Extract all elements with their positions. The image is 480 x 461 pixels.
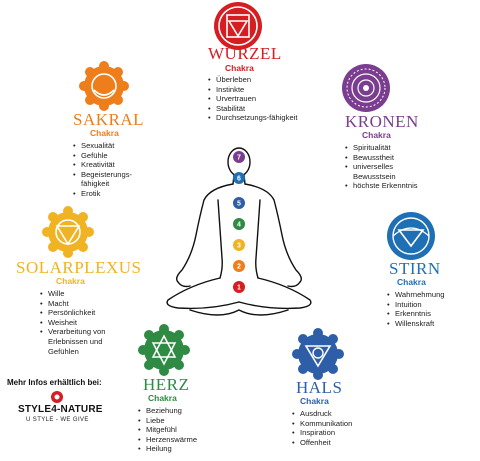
heart-chakra-subtitle: Chakra [148,393,177,403]
third-eye-chakra-title: STIRN [389,259,441,278]
list-item: Wille [40,289,126,299]
logo-tagline: U STYLE - WE GIVE [26,417,89,423]
list-item: Bewusstheit [345,153,435,163]
throat-chakra-subtitle: Chakra [300,396,329,406]
list-item: Durchsetzungs-fähigkeit [208,113,298,123]
third-eye-point-icon [233,172,245,184]
list-item: Begeisterungs-fähigkeit [73,170,155,189]
list-item: höchste Erkenntnis [345,181,435,191]
list-item: Willenskraft [387,319,479,329]
throat-chakra-list: Ausdruck Kommunikation Inspiration Offen… [292,409,384,447]
crown-chakra-list: Spiritualität Bewusstheit universelles B… [345,143,435,191]
list-item: universelles Bewusstsein [345,162,435,181]
solar-plexus-point-label: 3 [237,243,241,250]
sacral-chakra-subtitle: Chakra [90,128,119,138]
sacral-chakra-title: SAKRAL [73,110,145,129]
root-chakra-icon [214,2,262,50]
solar-plexus-point-icon [233,239,245,251]
heart-point-label: 4 [237,222,241,229]
solar-plexus-chakra-list: Wille Macht Persönlichkeit Weisheit Vera… [40,289,126,356]
list-item: Urvertrauen [208,94,298,104]
list-item: Weisheit [40,318,126,328]
list-item: Überleben [208,75,298,85]
sacral-point-icon [233,260,245,272]
list-item: Spiritualität [345,143,435,153]
list-item: Intuition [387,300,479,310]
list-item: Instinkte [208,85,298,95]
heart-chakra-icon [138,324,190,376]
logo-wordmark: STYLE4-NATURE [18,404,103,415]
throat-chakra-title: HALS [296,378,343,397]
list-item: Stabilität [208,104,298,114]
list-item: Liebe [138,416,228,426]
figure-chakra-points: 7 6 5 4 3 2 1 [233,151,245,293]
throat-chakra-icon [292,328,344,380]
list-item: Offenheit [292,438,384,448]
root-chakra-subtitle: Chakra [225,63,254,73]
root-chakra-title: WURZEL [208,44,282,63]
crown-point-icon [233,151,245,163]
solar-plexus-chakra-icon [42,206,94,258]
throat-point-label: 5 [237,201,241,208]
solar-plexus-chakra-subtitle: Chakra [56,276,85,286]
root-point-icon [233,281,245,293]
list-item: Verarbeitung von Erlebnissen und Gefühle… [40,327,126,356]
crown-chakra-title: KRONEN [345,112,419,131]
third-eye-chakra-icon [387,212,435,260]
solar-plexus-chakra-title: SOLARPLEXUS [16,258,142,277]
list-item: Beziehung [138,406,228,416]
crown-chakra-icon [342,64,390,112]
list-item: Herzenswärme [138,435,228,445]
sacral-chakra-icon [79,61,129,111]
sacral-chakra-list: Sexualität Gefühle Kreativität Begeister… [73,141,155,199]
list-item: Erkenntnis [387,309,479,319]
flower-logo-icon [51,391,63,403]
list-item: Kreativität [73,160,155,170]
list-item: Macht [40,299,126,309]
list-item: Erotik [73,189,155,199]
third-eye-point-label: 6 [237,176,241,183]
third-eye-chakra-subtitle: Chakra [397,277,426,287]
root-chakra-list: Überleben Instinkte Urvertrauen Stabilit… [208,75,298,123]
list-item: Inspiration [292,428,384,438]
list-item: Wahrnehmung [387,290,479,300]
heart-chakra-list: Beziehung Liebe Mitgefühl Herzenswärme H… [138,406,228,454]
list-item: Sexualität [73,141,155,151]
crown-point-label: 7 [237,155,241,162]
list-item: Gefühle [73,151,155,161]
list-item: Kommunikation [292,419,384,429]
list-item: Mitgefühl [138,425,228,435]
list-item: Persönlichkeit [40,308,126,318]
third-eye-chakra-list: Wahrnehmung Intuition Erkenntnis Willens… [387,290,479,328]
root-point-label: 1 [237,285,241,292]
crown-chakra-subtitle: Chakra [362,130,391,140]
heart-point-icon [233,218,245,230]
list-item: Heilung [138,444,228,454]
heart-chakra-title: HERZ [143,375,190,394]
list-item: Ausdruck [292,409,384,419]
info-text: Mehr Infos erhältlich bei: [7,378,102,387]
sacral-point-label: 2 [237,264,241,271]
meditating-figure [166,147,312,316]
throat-point-icon [233,197,245,209]
